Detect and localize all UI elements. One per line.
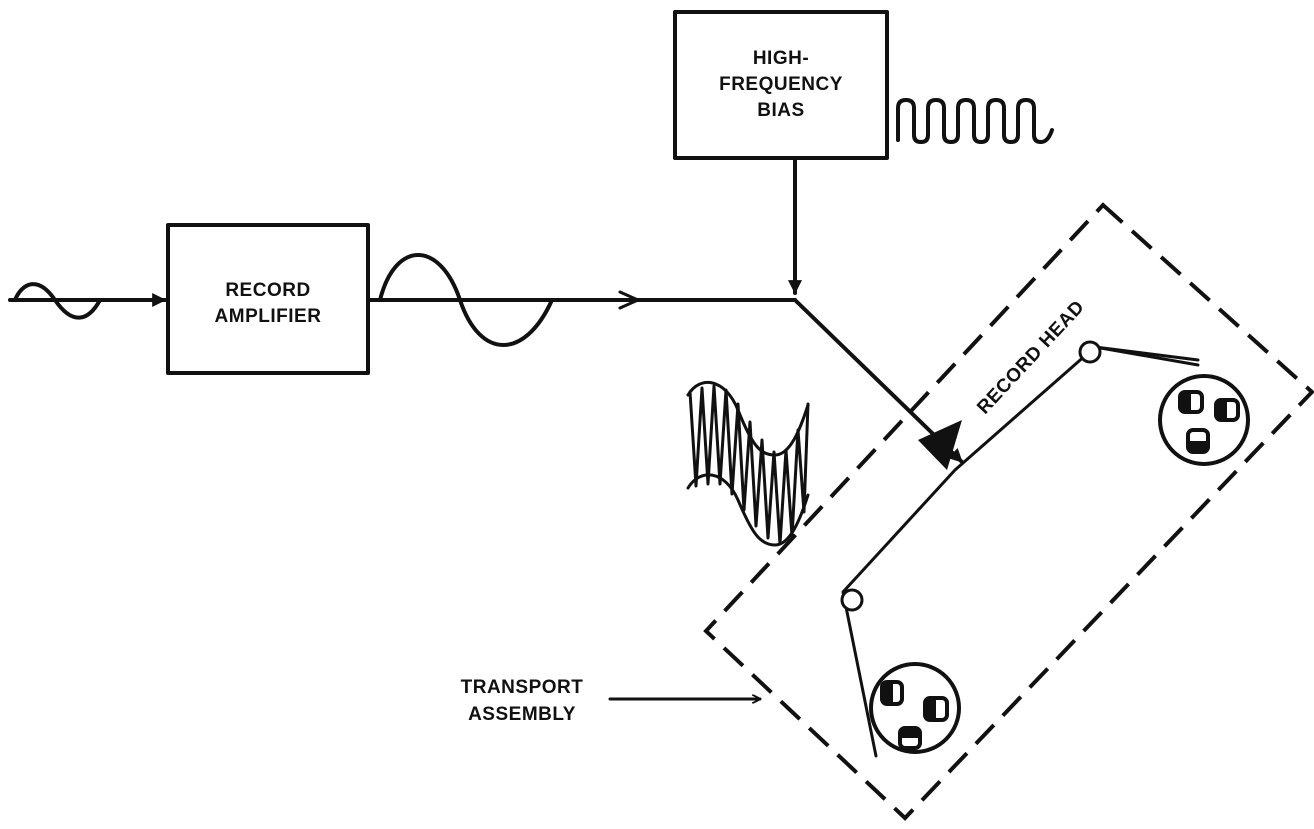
transport-outline — [703, 202, 1314, 821]
tape-reel-icon — [869, 662, 961, 754]
bias-label-line3: BIAS — [757, 100, 804, 121]
tape-guide-roller-icon — [1078, 340, 1102, 364]
tape-path — [841, 345, 1200, 758]
modulated-signal-icon — [686, 380, 810, 547]
amplified-signal — [366, 253, 797, 347]
transport-label-line2: ASSEMBLY — [468, 704, 576, 725]
input-signal — [8, 282, 167, 320]
transport-label-line1: TRANSPORT — [461, 677, 584, 698]
amplifier-label-line1: RECORD — [225, 280, 310, 301]
input-sine-icon — [13, 282, 102, 320]
record-amplifier-block: RECORD AMPLIFIER — [166, 223, 370, 375]
record-head-icon — [918, 420, 962, 470]
transport-assembly-callout: TRANSPORT ASSEMBLY — [461, 677, 762, 725]
bias-label-line1: HIGH- — [753, 48, 809, 69]
bias-label-line2: FREQUENCY — [719, 74, 843, 95]
bias-box — [673, 10, 889, 160]
high-frequency-bias-block: HIGH- FREQUENCY BIAS — [673, 10, 1054, 295]
record-head-label: RECORD HEAD — [973, 297, 1089, 419]
transport-assembly: RECORD HEAD — [703, 202, 1314, 821]
amplifier-label-line2: AMPLIFIER — [215, 306, 322, 327]
tape-upper-span — [1093, 345, 1200, 367]
tape-reel-icon — [1158, 374, 1250, 466]
tape-guide-roller-icon — [840, 588, 864, 612]
amplified-sine-icon — [378, 253, 554, 347]
bias-square-wave-icon — [896, 98, 1054, 144]
signal-arrow — [618, 290, 640, 310]
